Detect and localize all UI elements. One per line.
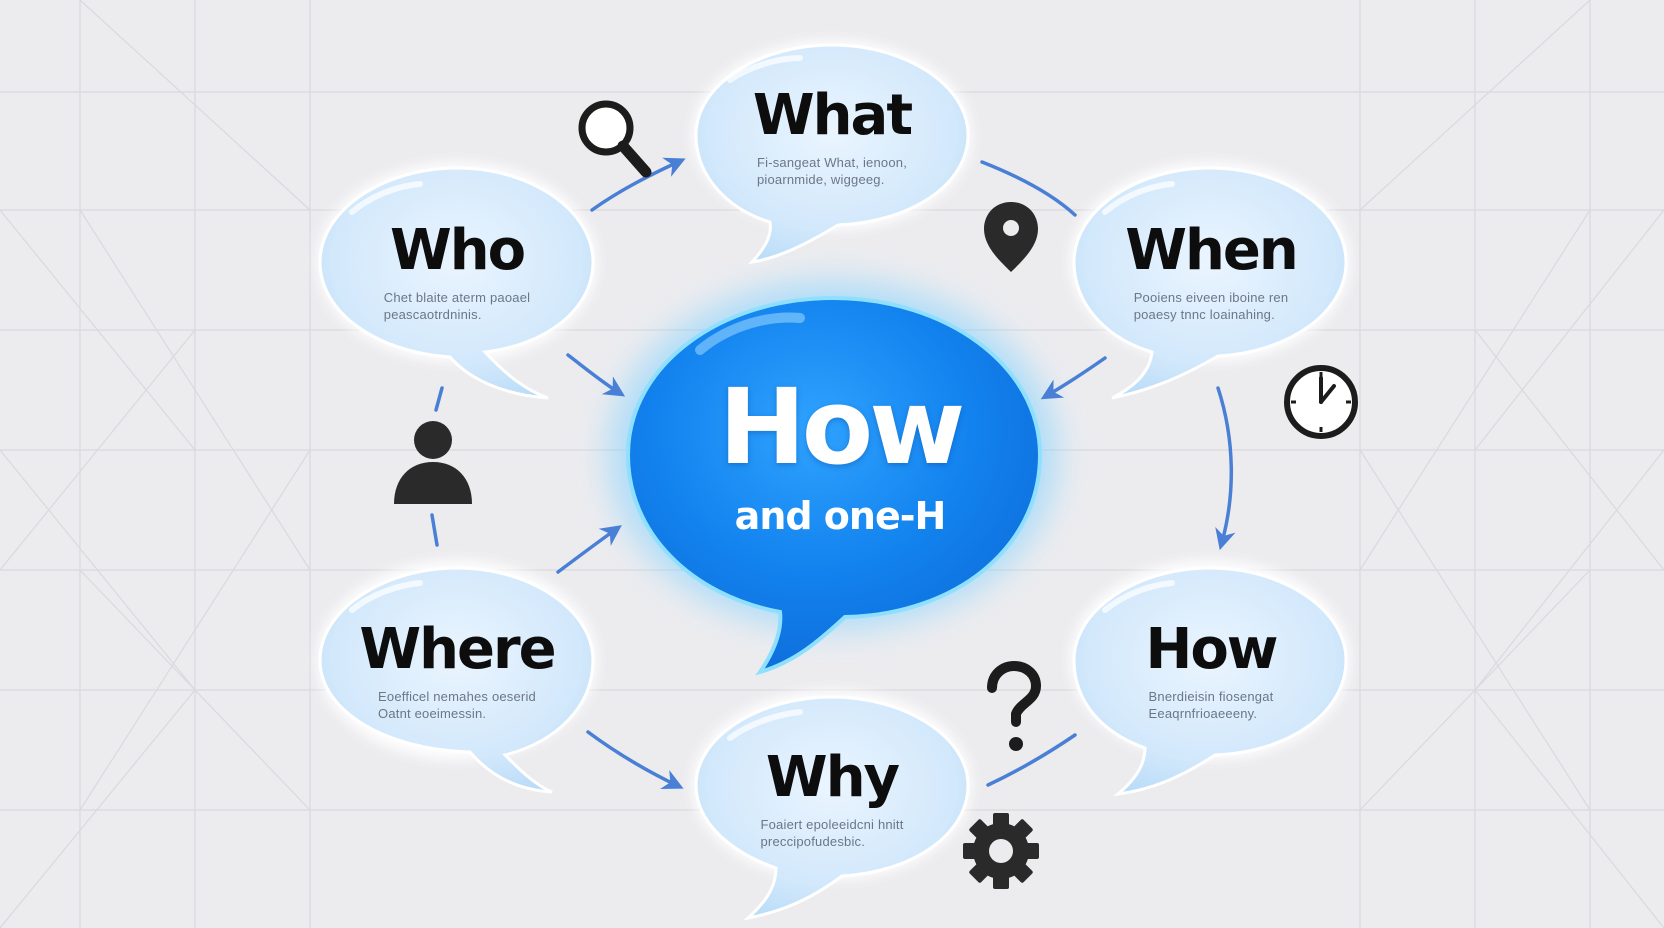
gear-icon	[963, 813, 1039, 889]
bubble-title: Where	[359, 617, 556, 682]
location-pin-icon	[984, 202, 1038, 272]
connector-who-where-top	[434, 386, 444, 412]
arrow-who-to-what	[590, 157, 686, 212]
bubble-how-content: How Bnerdieisin fiosengat Eeaqrnfrioaeee…	[1094, 622, 1328, 723]
arrow-when-to-how	[1215, 386, 1236, 551]
bubble-who-content: Who Chet blaite aterm paoael peascaotrdn…	[340, 223, 574, 324]
bubble-title: Why	[765, 745, 900, 810]
bubble-title: Who	[389, 218, 526, 283]
bubble-description: Eoefficel nemahes oeserid Oatnt eoeimess…	[378, 689, 536, 721]
connector-who-where-bottom	[430, 513, 439, 547]
bubble-how	[1070, 560, 1350, 797]
center-title: How	[718, 366, 966, 488]
bubble-description: Foaiert epoleeidcni hnitt preccipofudesb…	[760, 817, 904, 849]
bubble-what-content: What Fi-sangeat What, ienoon, pioarnmide…	[712, 88, 952, 189]
bubble-what	[692, 40, 972, 265]
arrow-where-to-why	[586, 730, 684, 789]
arrow-where-to-center	[556, 525, 622, 574]
bubble-where-content: Where Eoefficel nemahes oeserid Oatnt eo…	[340, 622, 574, 723]
center-bubble	[625, 295, 1043, 676]
bubble-when-content: When Pooiens eiveen iboine ren poaesy tn…	[1094, 223, 1328, 324]
clock-icon	[1284, 365, 1358, 439]
bubble-description: Fi-sangeat What, ienoon, pioarnmide, wig…	[756, 155, 908, 187]
bubble-why	[692, 690, 972, 921]
bubble-description: Chet blaite aterm paoael peascaotrdninis…	[383, 290, 531, 322]
bubble-description: Bnerdieisin fiosengat Eeaqrnfrioaeeeny.	[1148, 689, 1274, 721]
bubble-description: Pooiens eiveen iboine ren poaesy tnnc lo…	[1133, 290, 1289, 322]
center-subtitle: and one-H	[734, 494, 947, 538]
bubble-title: How	[1145, 617, 1278, 682]
connector-arrows	[430, 157, 1236, 789]
arrow-when-to-center	[1040, 356, 1107, 400]
bubble-why-content: Why Foaiert epoleeidcni hnitt preccipofu…	[712, 750, 952, 851]
bubble-where	[317, 560, 597, 794]
bubble-when	[1070, 162, 1350, 400]
arrow-what-to-when	[980, 160, 1077, 217]
bubble-title: What	[752, 83, 913, 148]
arrow-who-to-center	[566, 353, 626, 397]
question-mark-icon	[987, 660, 1042, 751]
search-icon	[578, 100, 652, 178]
arrow-how-to-why	[986, 733, 1077, 787]
bubble-who	[317, 162, 597, 400]
person-icon	[394, 421, 472, 504]
bubble-title: When	[1125, 218, 1298, 283]
